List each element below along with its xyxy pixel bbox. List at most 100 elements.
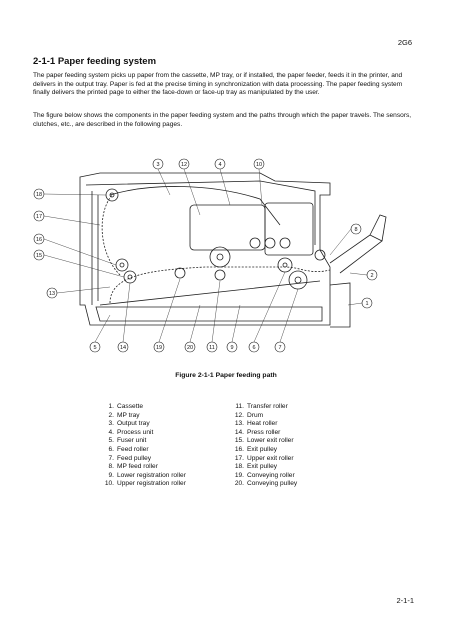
svg-text:7: 7 [278,345,281,351]
legend-label: Lower registration roller [117,471,186,479]
legend-num: 4. [108,428,115,436]
legend-item: 15.Lower exit roller [230,437,297,446]
legend-label: Feed roller [117,445,149,453]
svg-text:8: 8 [354,227,357,233]
legend-label: Process unit [117,428,154,436]
legend-label: Drum [247,411,264,419]
callout-7: 7 [274,341,286,353]
legend-label: Heat roller [247,420,278,428]
svg-text:12: 12 [181,162,187,168]
legend-num: 9. [108,471,115,479]
legend-label: Upper registration roller [117,480,186,488]
legend-right-list: 11.Transfer roller 12.Drum 13.Heat rolle… [230,403,297,489]
callout-2: 2 [366,269,378,281]
legend-item: 16.Exit pulley [230,446,297,455]
legend-item: 11.Transfer roller [230,403,297,412]
callout-10: 10 [253,158,265,170]
legend-item: 10.Upper registration roller [100,480,186,489]
legend-item: 14.Press roller [230,429,297,438]
legend-item: 4.Process unit [100,429,186,438]
legend-left-list: 1.Cassette 2.MP tray 3.Output tray 4.Pro… [100,403,186,489]
svg-text:5: 5 [93,345,96,351]
svg-text:17: 17 [36,214,42,220]
legend-label: Lower exit roller [247,437,294,445]
svg-text:3: 3 [156,162,159,168]
svg-text:14: 14 [120,345,126,351]
legend-item: 18.Exit pulley [230,463,297,472]
legend-num: 14. [234,428,244,436]
printer-cross-section [79,172,387,328]
legend-item: 12.Drum [230,412,297,421]
legend-num: 11. [235,403,244,410]
callout-14: 14 [117,341,129,353]
svg-text:1: 1 [365,301,368,307]
legend-num: 8. [108,463,115,471]
legend-item: 2.MP tray [100,412,186,421]
legend-num: 2. [108,411,115,419]
callout-13: 13 [46,287,58,299]
legend-label: Transfer roller [247,403,288,410]
svg-text:9: 9 [230,345,233,351]
legend-num: 19. [234,471,244,479]
figure-caption: Figure 2-1-1 Paper feeding path [175,372,277,379]
svg-text:13: 13 [49,291,55,297]
legend-num: 1. [108,403,115,410]
legend-item: 8.MP feed roller [100,463,186,472]
legend-item: 13.Heat roller [230,420,297,429]
legend-label: Conveying roller [247,471,295,479]
callout-leader-lines [43,168,368,343]
section-heading: 2-1-1 Paper feeding system [33,56,157,67]
legend-label: MP tray [117,411,140,419]
callout-18: 18 [33,188,45,200]
callout-12: 12 [178,158,190,170]
legend-label: Cassette [117,403,144,410]
legend-num: 13. [234,420,244,428]
callout-11: 11 [206,341,218,353]
svg-text:10: 10 [256,162,262,168]
callout-3: 3 [152,158,164,170]
legend-item: 19.Conveying roller [230,472,297,481]
svg-text:20: 20 [187,345,193,351]
svg-text:19: 19 [156,345,162,351]
callout-20: 20 [184,341,196,353]
legend-num: 20. [234,480,244,488]
callout-1: 1 [361,297,373,309]
svg-text:6: 6 [252,345,255,351]
page-id: 2G6 [397,38,412,47]
legend-label: Press roller [247,428,281,436]
callout-8: 8 [350,223,362,235]
callout-6: 6 [248,341,260,353]
legend-num: 6. [108,445,115,453]
legend-label: Exit pulley [247,463,278,471]
legend-num: 17. [234,454,244,462]
legend-label: Fuser unit [117,437,147,445]
legend-label: MP feed roller [117,463,158,471]
legend-item: 7.Feed pulley [100,455,186,464]
legend-label: Upper exit roller [247,454,294,462]
svg-text:15: 15 [36,253,42,259]
legend-item: 5.Fuser unit [100,437,186,446]
legend-num: 3. [108,420,115,428]
svg-text:16: 16 [36,237,42,243]
page-number: 2-1-1 [396,596,414,605]
legend-num: 15. [234,437,244,445]
legend-num: 7. [108,454,115,462]
callout-15: 15 [33,249,45,261]
legend-label: Conveying pulley [247,480,298,488]
legend-item: 20.Conveying pulley [230,480,297,489]
legend-num: 10. [104,480,114,488]
callout-19: 19 [153,341,165,353]
svg-text:18: 18 [36,192,42,198]
legend-num: 16. [234,445,244,453]
callout-9: 9 [226,341,238,353]
legend-item: 9.Lower registration roller [100,472,186,481]
legend-item: 17.Upper exit roller [230,455,297,464]
callout-16: 16 [33,233,45,245]
intro-paragraph: The paper feeding system picks up paper … [33,72,403,97]
legend-item: 3.Output tray [100,420,186,429]
legend-item: 6.Feed roller [100,446,186,455]
paper-feeding-path-diagram: 3 12 4 10 18 17 16 15 13 8 2 1 5 14 19 2… [33,158,387,353]
svg-text:4: 4 [218,162,221,168]
callout-17: 17 [33,210,45,222]
svg-text:11: 11 [209,345,215,351]
